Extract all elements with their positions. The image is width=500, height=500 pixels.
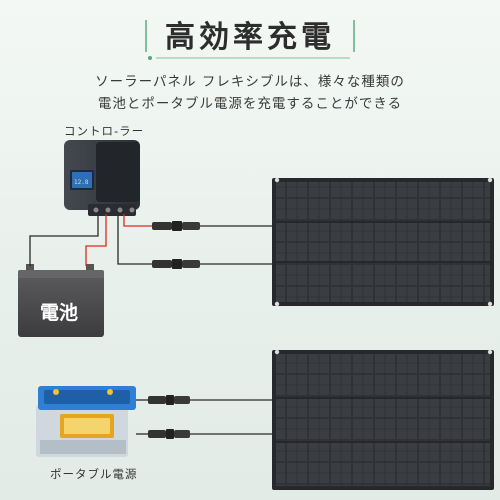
portable-power-label: ポータブル電源 — [50, 467, 138, 481]
controller-label: コントロ-ラー — [64, 124, 145, 138]
portable-panel-wires — [136, 395, 272, 439]
subtitle-line-1: ソーラーパネル フレキシブルは、様々な種類の — [95, 74, 405, 90]
controller-panel-wires — [117, 214, 272, 265]
portable-power-station — [36, 386, 136, 457]
solar-panel-bottom — [272, 349, 494, 490]
svg-text:12.8: 12.8 — [74, 179, 89, 186]
solar-panel-top — [272, 177, 494, 307]
title-decoration — [145, 20, 355, 60]
mc4-connectors-top — [152, 221, 200, 269]
battery-controller-wires — [29, 214, 107, 266]
subtitle-line-2: 電池とポータブル電源を充電することができる — [97, 96, 403, 112]
charge-controller: 12.8 — [64, 140, 140, 216]
page-title: 高効率充電 — [165, 20, 335, 55]
battery-label: 電池 — [40, 302, 79, 324]
battery — [18, 264, 104, 337]
